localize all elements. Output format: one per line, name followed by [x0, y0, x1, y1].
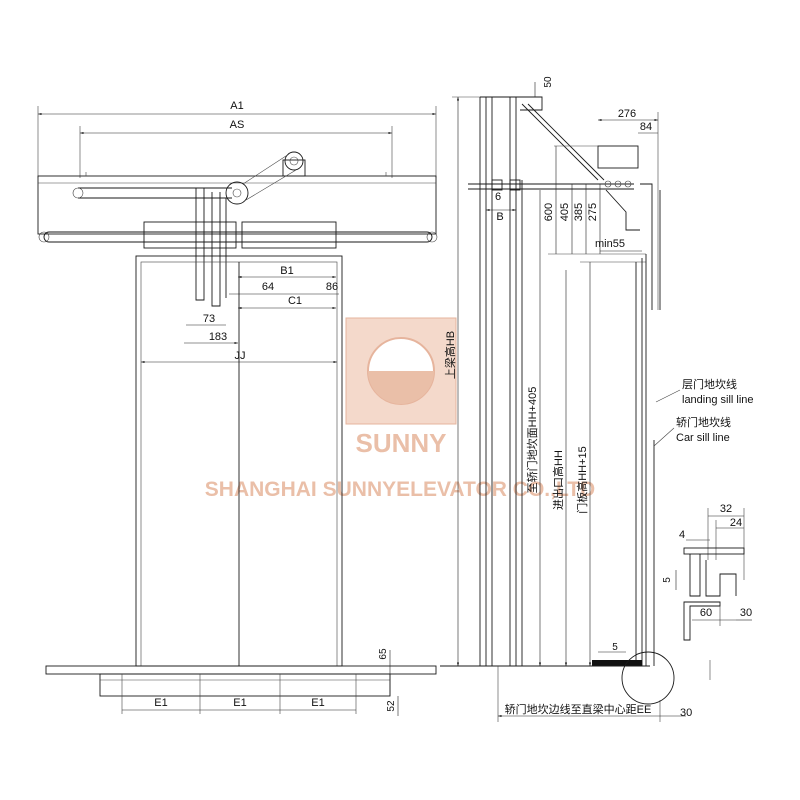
dim-jj: JJ: [235, 350, 246, 362]
dim-183: 183: [209, 331, 227, 343]
dim-6: 6: [495, 191, 501, 203]
dim-600: 600: [543, 203, 555, 221]
watermark-brand: SUNNY: [355, 428, 446, 458]
dim-ee: 轿门地坎边线至直梁中心距EE: [505, 702, 652, 716]
dim-as: AS: [230, 119, 245, 131]
dim-275: 275: [587, 203, 599, 221]
operator-box: [597, 145, 639, 169]
dim-64: 64: [262, 281, 274, 293]
dim-65: 65: [378, 648, 389, 660]
car-sill: [45, 665, 437, 675]
dim-73: 73: [203, 313, 215, 325]
dim-86: 86: [326, 281, 338, 293]
dim-b: B: [496, 211, 503, 223]
dim-min55: min55: [595, 238, 625, 250]
dim-84: 84: [640, 121, 652, 133]
motor-housing: [282, 159, 306, 177]
dim-e1-a: E1: [154, 697, 167, 709]
dim-c1: C1: [288, 295, 302, 307]
car-sill-label-cn: 轿门地坎线: [676, 415, 731, 429]
dim-e1-c: E1: [311, 697, 324, 709]
dim-385: 385: [573, 203, 585, 221]
dim-5-side: 5: [612, 642, 618, 653]
landing-sill-label-cn: 层门地坎线: [682, 377, 737, 391]
front-view: A1 AS: [37, 100, 438, 716]
landing-sill-label-en: landing sill line: [682, 394, 754, 406]
door-hanger-left: [143, 221, 237, 249]
door-clutch: [195, 188, 227, 307]
dim-hh405: 至轿门地坎面HH+405: [525, 387, 539, 494]
watermark: SUNNY SHANGHAI SUNNYELEVATOR CO.,LTD: [205, 317, 595, 501]
detail-dim-4: 4: [679, 529, 685, 541]
door-hanger-right: [241, 221, 337, 249]
watermark-logo-arc: [368, 371, 434, 404]
top-bracket: [480, 96, 543, 111]
sill-detail: 32 24 4 5 60 30: [662, 503, 752, 641]
detail-dim-32: 32: [720, 503, 732, 515]
dim-52: 52: [386, 700, 397, 712]
motor: [284, 151, 304, 171]
door-rail: [43, 231, 433, 243]
car-sill-label-en: Car sill line: [676, 432, 730, 444]
detail-dim-5: 5: [662, 577, 673, 583]
dim-30-side: 30: [680, 707, 692, 719]
side-view: 上梁高HB 50 276 84 6 B: [440, 76, 754, 722]
dim-hh15: 门板高HH+15: [575, 446, 589, 514]
header-beam: [37, 175, 437, 235]
drive-pulley: [225, 181, 249, 205]
sill-support: [99, 673, 391, 697]
dim-405: 405: [559, 203, 571, 221]
watermark-company: SHANGHAI SUNNYELEVATOR CO.,LTD: [205, 478, 595, 501]
dim-50: 50: [543, 76, 554, 88]
detail-dim-60: 60: [700, 607, 712, 619]
dim-b1: B1: [280, 265, 293, 277]
detail-dim-24: 24: [730, 517, 742, 529]
detail-circle: [621, 651, 675, 705]
dim-hb: 上梁高HB: [443, 331, 457, 379]
dim-a1: A1: [230, 100, 243, 112]
dim-hh: 进出口高HH: [551, 450, 565, 510]
detail-dim-30: 30: [740, 607, 752, 619]
dim-e1-b: E1: [233, 697, 246, 709]
side-sill: [592, 660, 642, 666]
dim-276: 276: [618, 108, 636, 120]
